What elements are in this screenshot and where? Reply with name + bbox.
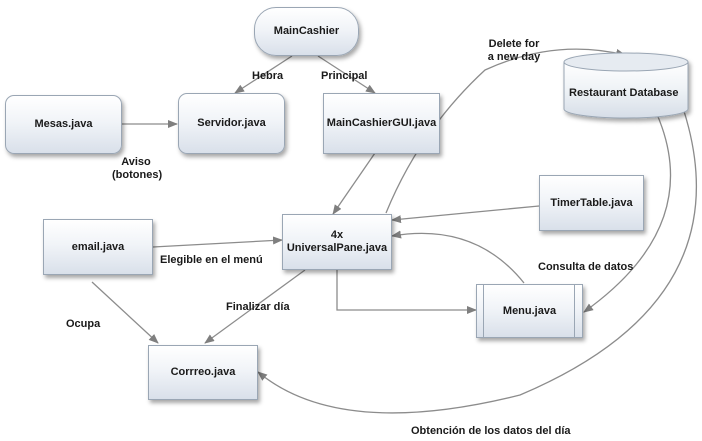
edge-obtencion xyxy=(257,107,697,414)
servidor-node: Servidor.java xyxy=(178,93,285,154)
main-cashier-label: MainCashier xyxy=(273,25,340,37)
mesas-label: Mesas.java xyxy=(34,118,93,130)
main-cashier-gui-node: MainCashierGUI.java xyxy=(323,93,440,154)
edge-label-delete: Delete for a new day xyxy=(483,38,545,64)
edge-db-menu xyxy=(583,111,672,313)
edge-label-principal: Principal xyxy=(321,70,368,82)
edge-timer-pane xyxy=(391,205,540,224)
correo-label: Corrreo.java xyxy=(170,366,236,378)
edge-finalizar xyxy=(204,269,306,344)
menu-node-right-bar xyxy=(574,285,582,337)
servidor-label: Servidor.java xyxy=(197,117,266,129)
email-node: email.java xyxy=(43,219,153,275)
edge-elegible xyxy=(152,236,283,248)
edge-label-aviso-line1: Aviso xyxy=(121,156,151,168)
edge-label-hebra: Hebra xyxy=(252,70,284,82)
main-cashier-gui-label: MainCashierGUI.java xyxy=(326,117,437,129)
menu-node-left-bar xyxy=(483,285,491,337)
universal-pane-count: 4x xyxy=(330,229,344,241)
edge-pane-menu xyxy=(336,270,477,314)
edge-ocupa xyxy=(91,281,159,344)
edge-gui-pane xyxy=(332,152,376,215)
menu-label: Menu.java xyxy=(502,304,557,317)
timer-table-node: TimerTable.java xyxy=(539,175,644,231)
universal-pane-label: UniversalPane.java xyxy=(286,242,388,254)
edge-label-finalizar: Finalizar día xyxy=(226,301,290,313)
restaurant-database-node xyxy=(563,52,689,119)
universal-pane-node: 4x UniversalPane.java xyxy=(282,214,392,270)
timer-table-label: TimerTable.java xyxy=(550,196,633,209)
edge-consulta xyxy=(391,230,525,284)
edge-label-delete-line1: Delete for xyxy=(488,38,540,50)
mesas-node: Mesas.java xyxy=(5,95,122,154)
edge-delete xyxy=(385,48,626,214)
edge-label-ocupa: Ocupa xyxy=(66,318,101,330)
edge-label-delete-line2: a new day xyxy=(487,51,541,63)
edge-label-elegible: Elegible en el menú xyxy=(160,254,263,266)
edge-principal xyxy=(317,55,376,94)
menu-node: Menu.java xyxy=(476,284,583,338)
restaurant-database-label: Restaurant Database xyxy=(569,87,679,99)
edge-label-aviso-line2: (botones) xyxy=(112,169,163,181)
edge-label-aviso: Aviso (botones) xyxy=(112,156,163,182)
edge-label-obtencion: Obtención de los datos del día xyxy=(411,425,571,437)
email-label: email.java xyxy=(71,240,125,253)
main-cashier-node: MainCashier xyxy=(254,7,359,56)
edge-label-consulta: Consulta de datos xyxy=(538,261,634,273)
correo-node: Corrreo.java xyxy=(148,345,258,400)
edge-hebra xyxy=(234,55,293,94)
